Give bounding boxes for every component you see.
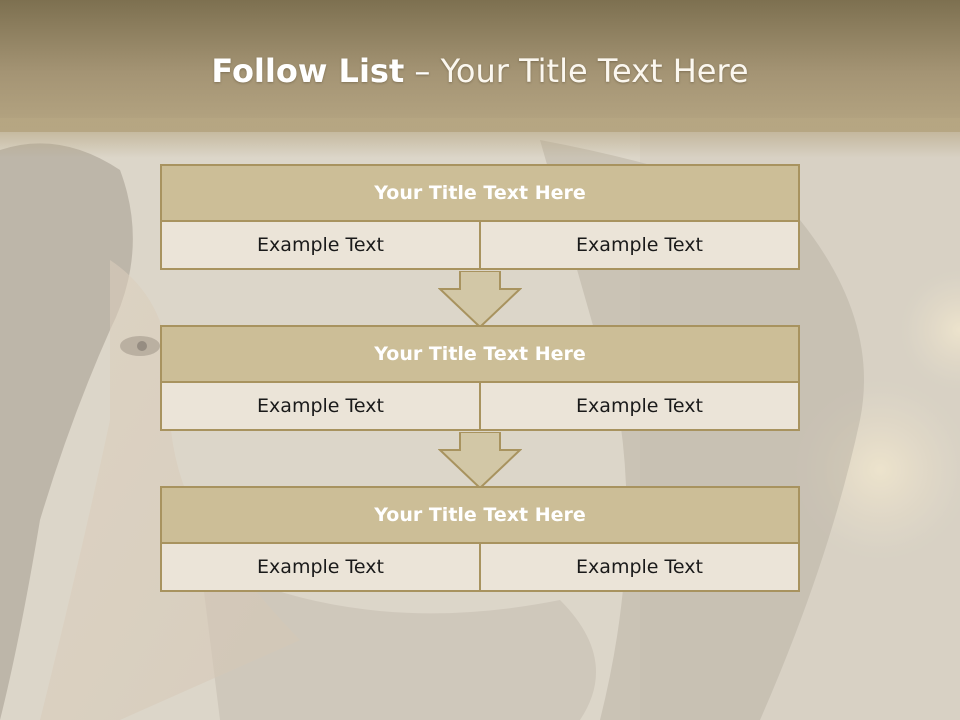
step-row: Example Text Example Text	[162, 544, 798, 590]
step-cell-left: Example Text	[162, 222, 479, 268]
step-title: Your Title Text Here	[162, 327, 798, 383]
slide-title-separator: –	[404, 52, 441, 90]
step-title: Your Title Text Here	[162, 488, 798, 544]
step-row: Example Text Example Text	[162, 383, 798, 429]
header-fade	[0, 118, 960, 158]
slide-title: Follow List – Your Title Text Here	[0, 52, 960, 90]
step-title: Your Title Text Here	[162, 166, 798, 222]
slide-title-rest: Your Title Text Here	[440, 52, 749, 90]
step-cell-right: Example Text	[479, 544, 798, 590]
step-block-2: Your Title Text Here Example Text Exampl…	[160, 325, 800, 431]
step-cell-right: Example Text	[479, 222, 798, 268]
step-cell-left: Example Text	[162, 383, 479, 429]
step-block-3: Your Title Text Here Example Text Exampl…	[160, 486, 800, 592]
slide-title-bold: Follow List	[211, 52, 405, 90]
step-cell-right: Example Text	[479, 383, 798, 429]
step-block-1: Your Title Text Here Example Text Exampl…	[160, 164, 800, 270]
down-arrow-icon	[438, 271, 522, 329]
down-arrow-icon	[438, 432, 522, 490]
step-cell-left: Example Text	[162, 544, 479, 590]
header-band	[0, 0, 960, 132]
step-row: Example Text Example Text	[162, 222, 798, 268]
